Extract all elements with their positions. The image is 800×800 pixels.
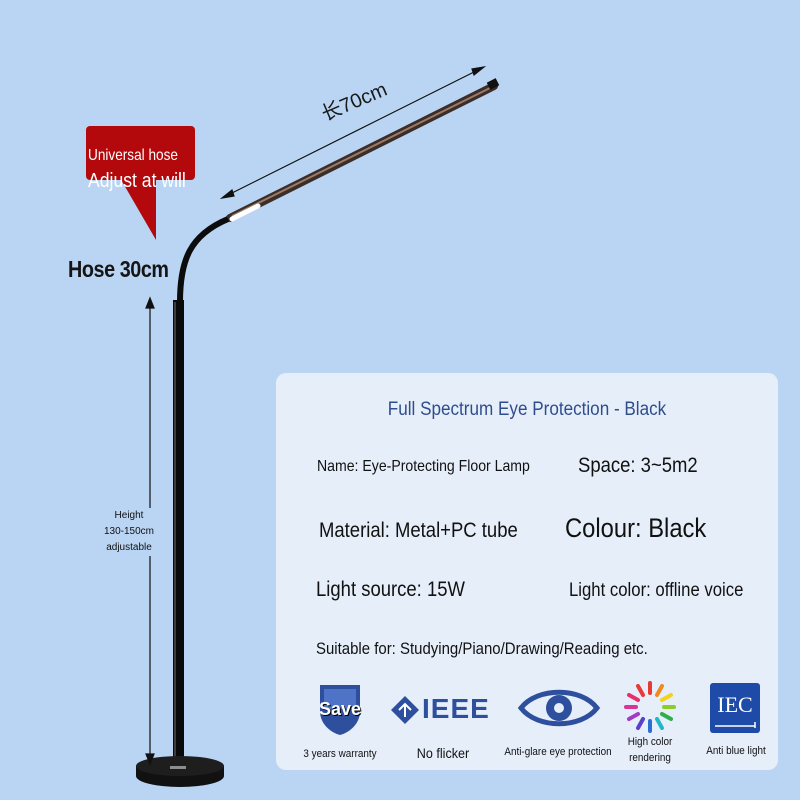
spec-light-source: Light source: 15W (316, 578, 465, 601)
badge-rendering-label-1: High color (627, 736, 673, 748)
shield-save-text: Save (318, 699, 362, 719)
gooseneck-hose (177, 216, 230, 303)
lamp-pole (173, 300, 184, 772)
spec-suitable: Suitable for: Studying/Piano/Drawing/Rea… (316, 639, 648, 658)
ieee-diamond-icon (391, 696, 419, 724)
height-label: Height 130-150cm adjustable (98, 508, 160, 556)
iec-logo-text: IEC (717, 692, 753, 717)
badge-blue-light-label: Anti blue light (706, 745, 766, 757)
height-label-line-1: Height (114, 510, 144, 521)
hose-length-label: Hose 30cm (68, 256, 169, 282)
badge-iec: IEC (709, 682, 761, 734)
spec-light-color: Light color: offline voice (569, 580, 744, 601)
callout-line-2: Adjust at will (88, 170, 186, 192)
badge-warranty-label: 3 years warranty (303, 748, 377, 760)
callout-bubble (86, 126, 195, 240)
height-label-line-3: adjustable (106, 542, 152, 553)
badge-eye (517, 685, 601, 731)
card-title: Full Spectrum Eye Protection - Black (387, 399, 667, 420)
spec-colour: Colour: Black (565, 513, 707, 543)
height-label-line-2: 130-150cm (103, 526, 155, 537)
color-spectrum-icon (624, 681, 676, 733)
badge-antiglare-label: Anti-glare eye protection (504, 746, 612, 758)
badge-rendering-label-2: rendering (629, 752, 671, 764)
eye-icon (517, 689, 601, 727)
ieee-logo-icon: IEEE (422, 693, 490, 724)
spec-space: Space: 3~5m2 (578, 454, 698, 477)
spec-name: Name: Eye-Protecting Floor Lamp (317, 458, 530, 475)
spec-material: Material: Metal+PC tube (319, 519, 518, 542)
spec-card: Full Spectrum Eye Protection - Black Nam… (276, 373, 778, 770)
badge-warranty: Save (310, 681, 370, 741)
lamp-base (136, 756, 224, 787)
badge-ieee: IEEE (390, 693, 498, 727)
shield-save-icon (320, 685, 360, 735)
light-bar (226, 78, 500, 222)
length-dimension-arrow (219, 66, 487, 199)
callout-line-1: Universal hose (88, 147, 178, 164)
iec-logo-icon (710, 683, 760, 733)
badge-flicker-label: No flicker (416, 745, 470, 761)
badge-color (622, 679, 678, 735)
